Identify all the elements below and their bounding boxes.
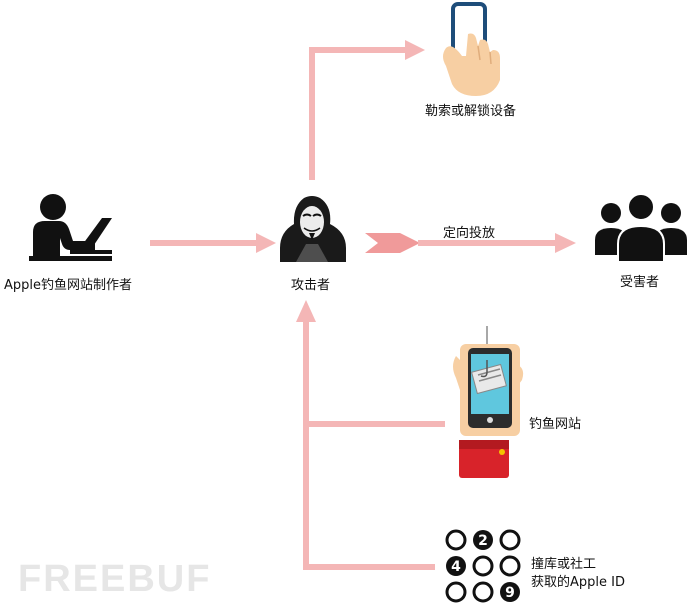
keypad-digit-9: 9	[505, 585, 515, 601]
phishing-maker-label: Apple钓鱼网站制作者	[4, 278, 133, 293]
keypad-key-9	[500, 582, 520, 602]
victims-group-icon	[595, 193, 687, 263]
attacker-hooded-icon	[280, 196, 346, 262]
hand-holding-phone-icon	[443, 2, 500, 96]
arrow-sources-to-attacker	[296, 300, 445, 570]
hacker-at-laptop-icon	[29, 194, 112, 261]
victims-label: 受害者	[620, 275, 660, 290]
freebuf-watermark: FREEBUF	[18, 558, 211, 601]
watermark-logo-text: FREEBUF	[18, 558, 212, 600]
phishing-phone-icon	[453, 326, 524, 478]
keypad-digit-2: 2	[478, 533, 488, 549]
arrow-maker-to-attacker	[150, 233, 276, 253]
arrow-attacker-to-ransom	[309, 40, 425, 180]
credential-stuffing-label-line1: 撞库或社工	[531, 557, 597, 572]
phishing-site-label: 钓鱼网站	[529, 417, 582, 432]
keypad-key-2	[473, 530, 493, 550]
arrow-attacker-to-victims	[365, 233, 576, 253]
credential-stuffing-label-line2: 获取的Apple ID	[531, 575, 625, 590]
attacker-label: 攻击者	[291, 278, 331, 293]
keypad-key-4	[446, 556, 466, 576]
keypad-icon: 2 4 9	[445, 529, 521, 603]
ransom-unlock-label: 勒索或解锁设备	[425, 104, 517, 119]
targeted-delivery-label: 定向投放	[443, 226, 496, 241]
keypad-digit-4: 4	[451, 559, 461, 575]
